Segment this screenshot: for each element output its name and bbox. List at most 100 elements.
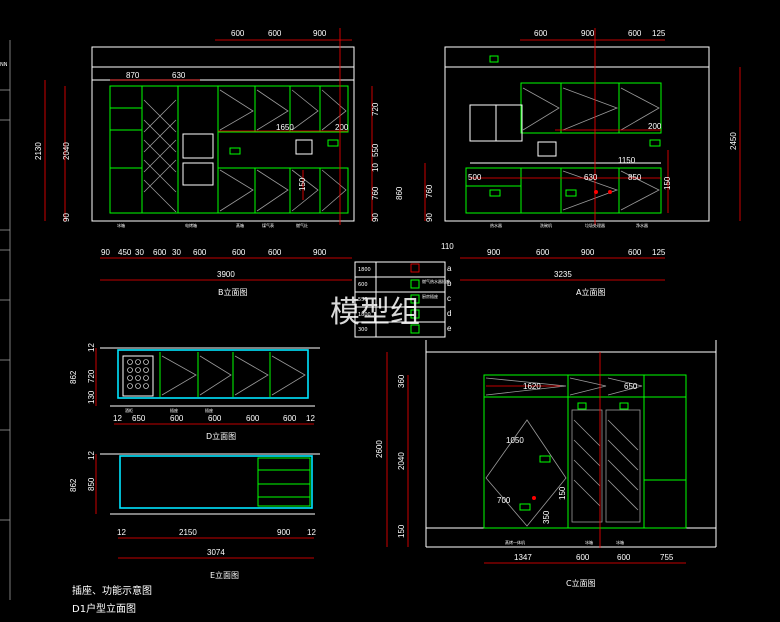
c-left-v-dim: 2040 — [397, 452, 406, 470]
c-inner-dim: 350 — [542, 510, 551, 524]
center-gap-dim: 110 — [441, 242, 454, 251]
a-socket — [489, 55, 499, 63]
b-base-dim: 600 — [193, 248, 207, 257]
a-top-dim: 600 — [628, 29, 642, 38]
b-mid-dim: 630 — [172, 71, 186, 80]
b-base-dim: 600 — [268, 248, 282, 257]
e-drawer-stack — [257, 457, 311, 507]
a-left-v-dim: 90 — [425, 213, 434, 222]
d-base-dim: 600 — [246, 414, 260, 423]
b-wall-cabinet-marks — [219, 89, 347, 131]
legend-key: d — [447, 309, 451, 318]
a-top-dim: 125 — [652, 29, 666, 38]
a-inner-dim: 200 — [648, 122, 662, 131]
a-top-dim: 900 — [581, 29, 595, 38]
b-right-v-dim: 720 — [371, 102, 380, 116]
b-left-v-dim: 2040 — [62, 142, 71, 160]
b-inner-dim: 200 — [335, 123, 349, 132]
a-total-dim: 3235 — [554, 270, 572, 279]
c-inner-dim: 1050 — [506, 436, 524, 445]
c-base-dim: 600 — [617, 553, 631, 562]
d-base-dim: 600 — [170, 414, 184, 423]
b-base-dim: 900 — [313, 248, 327, 257]
legend-key: e — [447, 324, 452, 333]
a-inner-dim: 150 — [663, 176, 672, 190]
d-wine-bottles — [127, 359, 149, 389]
b-total-dim: 3900 — [217, 270, 235, 279]
legend-key: b — [447, 279, 452, 288]
c-elevation-title: C立面图 — [566, 578, 596, 588]
c-water-point — [532, 496, 536, 500]
a-base-dim: 600 — [536, 248, 550, 257]
c-left-v-dim: 2600 — [375, 440, 384, 458]
d-base-dim: 600 — [283, 414, 297, 423]
a-base-cabinet-marks — [562, 170, 660, 211]
b-base-dim: 30 — [172, 248, 181, 257]
c-fridge-door-right — [605, 409, 641, 523]
a-socket — [489, 189, 501, 197]
b-base-dim: 30 — [135, 248, 144, 257]
b-right-v-dim: 550 — [371, 143, 380, 157]
b-fridge-hatch — [143, 99, 177, 213]
a-fixture-label: 洗碗机 — [540, 222, 552, 228]
c-fixture-label: 蒸烤一体机 — [505, 539, 525, 545]
c-fixture-label: 冰箱 — [585, 539, 593, 545]
c-upper-door-marks — [485, 377, 643, 396]
b-fixture-label: 电烤箱 — [185, 222, 197, 228]
b-base-cabinet-marks — [219, 169, 347, 212]
e-base-dim: 900 — [277, 528, 291, 537]
legend-height: 1800 — [358, 267, 371, 273]
c-left-v-dim: 150 — [397, 524, 406, 538]
e-v-dim: 862 — [69, 478, 78, 492]
a-inner-dim: 500 — [468, 173, 482, 182]
b-oven — [182, 133, 214, 159]
a-inner-dim: 850 — [628, 173, 642, 182]
legend-key: c — [447, 294, 451, 303]
c-socket — [619, 402, 629, 410]
d-fixture-label: 插座 — [170, 407, 178, 413]
a-top-dim: 600 — [534, 29, 548, 38]
b-inner-v-dim: 150 — [298, 177, 307, 191]
b-oven-column — [177, 85, 219, 214]
c-fridge-hatch — [573, 419, 639, 511]
b-base-dim: 450 — [118, 248, 132, 257]
c-base-dim: 1347 — [514, 553, 532, 562]
d-cabinet-outline — [117, 349, 309, 399]
b-mid-dim: 870 — [126, 71, 140, 80]
a-fixture-label: 净水器 — [636, 222, 648, 228]
a-base-dim: 125 — [652, 248, 666, 257]
b-fixture-label: 冰箱 — [117, 222, 125, 228]
b-wall-cabinets — [217, 85, 349, 133]
c-socket — [519, 503, 531, 511]
legend-description: 厨房插座 — [422, 293, 438, 299]
b-elevation-title: B立面图 — [218, 287, 248, 297]
legend-height: 1800 — [358, 312, 371, 318]
a-base-dim: 900 — [581, 248, 595, 257]
d-v-dim: 720 — [87, 369, 96, 383]
d-wine-rack — [122, 355, 154, 397]
b-right-v-dim: 760 — [371, 186, 380, 200]
legend-height: 300 — [358, 327, 368, 333]
b-right-v-dim: 90 — [371, 213, 380, 222]
b-top-dim: 600 — [231, 29, 245, 38]
elevation-b: 1650 200 150 600 600 900 870 630 2130 20… — [34, 28, 380, 297]
a-fixture-label: 热水器 — [490, 222, 502, 228]
e-v-dim: 12 — [87, 451, 96, 460]
b-tall-cabinet — [109, 85, 143, 214]
a-wall-cabinet-marks — [522, 87, 660, 131]
legend-key: a — [447, 264, 452, 273]
b-fridge-column — [141, 85, 179, 214]
elevation-d: 862 720 130 12 酒柜 插座 插座 12 650 600 600 6… — [69, 343, 320, 441]
a-socket — [649, 139, 661, 147]
c-socket — [577, 402, 587, 410]
b-top-dim: 900 — [313, 29, 327, 38]
e-total-dim: 3074 — [207, 548, 225, 557]
a-fixture-label: 垃圾处理器 — [585, 222, 605, 228]
d-door-marks — [161, 355, 306, 396]
c-base-dim: 755 — [660, 553, 674, 562]
b-wall-outline — [91, 46, 355, 222]
b-base-dim: 90 — [101, 248, 110, 257]
a-elevation-title: A立面图 — [576, 287, 605, 297]
a-wall-cabinets — [520, 82, 662, 134]
